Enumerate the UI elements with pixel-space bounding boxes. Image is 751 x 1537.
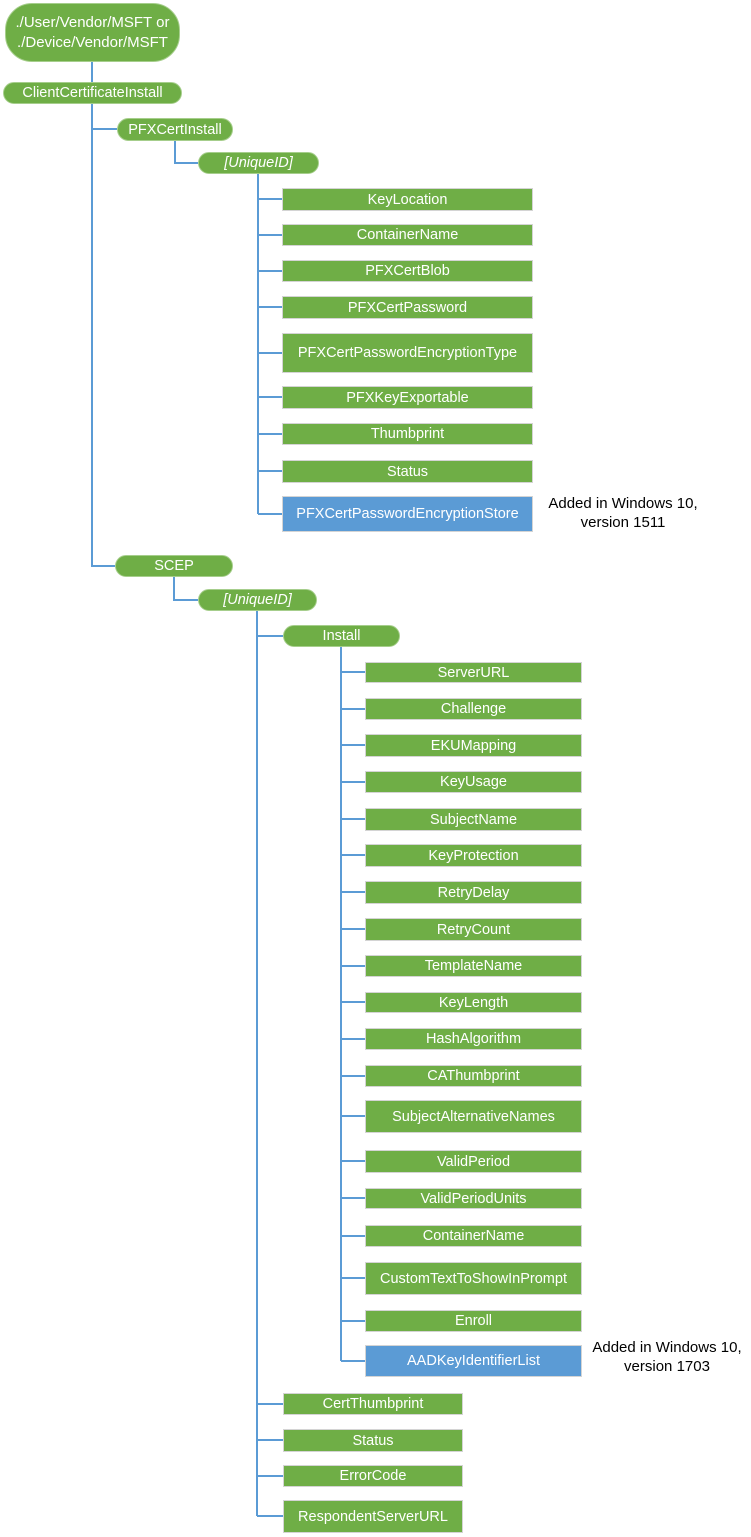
- node-scep: SCEP: [115, 555, 233, 577]
- node-validperiod: ValidPeriod: [365, 1150, 582, 1173]
- annotation-added-1511: Added in Windows 10, version 1511: [548, 495, 698, 531]
- node-challenge: Challenge: [365, 698, 582, 720]
- node-retrycount: RetryCount: [365, 918, 582, 941]
- node-customtexttoshowinprompt: CustomTextToShowInPrompt: [365, 1262, 582, 1295]
- node-retrydelay: RetryDelay: [365, 881, 582, 904]
- connector-scep-uniqueid: [173, 577, 198, 601]
- node-keyprotection: KeyProtection: [365, 844, 582, 867]
- node-keyusage: KeyUsage: [365, 771, 582, 793]
- node-thumbprint: Thumbprint: [282, 423, 533, 445]
- node-errorcode: ErrorCode: [283, 1465, 463, 1487]
- node-serverurl: ServerURL: [365, 662, 582, 683]
- node-keylocation: KeyLocation: [282, 188, 533, 211]
- node-pfxcertpasswordencryptionstore: PFXCertPasswordEncryptionStore: [282, 496, 533, 532]
- node-pfxcertpasswordencryptiontype: PFXCertPasswordEncryptionType: [282, 333, 533, 373]
- annotation-added-1703: Added in Windows 10, version 1703: [592, 1339, 742, 1375]
- node-respondentserverurl: RespondentServerURL: [283, 1500, 463, 1533]
- node-scep-status: Status: [283, 1429, 463, 1452]
- node-root-path: ./User/Vendor/MSFT or ./Device/Vendor/MS…: [5, 3, 180, 62]
- node-scep-containername: ContainerName: [365, 1225, 582, 1247]
- node-validperiodunits: ValidPeriodUnits: [365, 1188, 582, 1209]
- node-pfxcertblob: PFXCertBlob: [282, 260, 533, 282]
- node-scep-uniqueid: [UniqueID]: [198, 589, 317, 611]
- node-ekumapping: EKUMapping: [365, 734, 582, 757]
- node-subjectalternativenames: SubjectAlternativeNames: [365, 1100, 582, 1133]
- node-pfxcertpassword: PFXCertPassword: [282, 296, 533, 319]
- node-install: Install: [283, 625, 400, 647]
- node-pfx-containername: ContainerName: [282, 224, 533, 246]
- connector-root-trunk: [91, 62, 115, 567]
- node-cathumbprint: CAThumbprint: [365, 1065, 582, 1087]
- connector-pfx-uniqueid: [174, 141, 198, 164]
- node-pfxkeyexportable: PFXKeyExportable: [282, 386, 533, 409]
- node-pfx-status: Status: [282, 460, 533, 483]
- node-subjectname: SubjectName: [365, 808, 582, 831]
- node-aadkeyidentifierlist: AADKeyIdentifierList: [365, 1345, 582, 1377]
- node-templatename: TemplateName: [365, 955, 582, 977]
- node-keylength: KeyLength: [365, 992, 582, 1013]
- node-hashalgorithm: HashAlgorithm: [365, 1028, 582, 1050]
- node-pfx-uniqueid: [UniqueID]: [198, 152, 319, 174]
- node-clientcertificateinstall: ClientCertificateInstall: [3, 82, 182, 104]
- node-pfxcertinstall: PFXCertInstall: [117, 118, 233, 141]
- node-certthumbprint: CertThumbprint: [283, 1393, 463, 1415]
- node-enroll: Enroll: [365, 1310, 582, 1332]
